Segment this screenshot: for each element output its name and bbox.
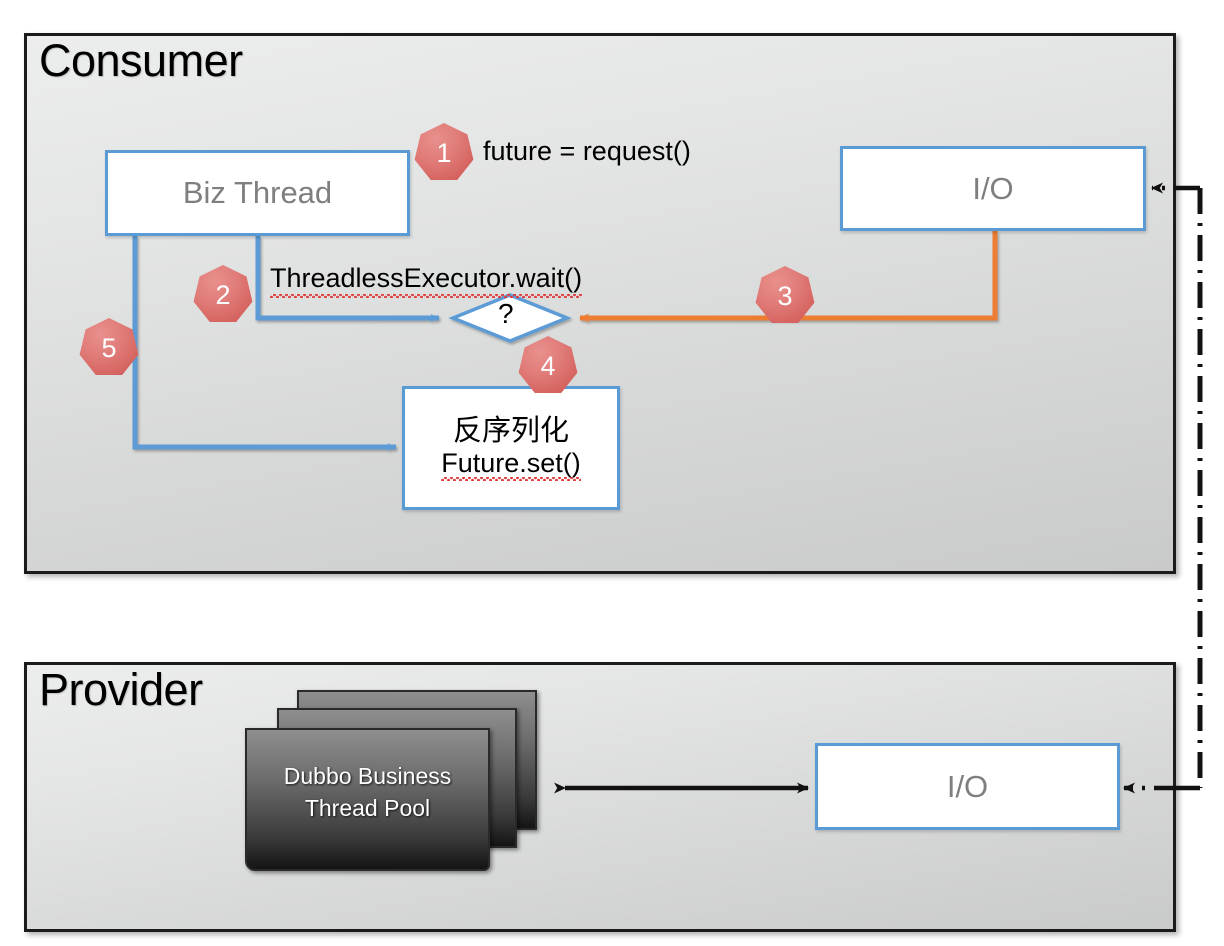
biz-thread-label: Biz Thread bbox=[182, 175, 333, 210]
consumer-io-label: I/O bbox=[972, 170, 1014, 206]
provider-io-label: I/O bbox=[946, 768, 989, 804]
provider-io-box[interactable]: I/O bbox=[815, 743, 1120, 830]
thread-pool-line2: Thread Pool bbox=[304, 794, 431, 821]
spellcheck-underline-icon bbox=[441, 476, 581, 481]
biz-thread-box[interactable]: Biz Thread bbox=[105, 150, 410, 236]
thread-pool-card-front: Dubbo Business Thread Pool bbox=[245, 728, 490, 871]
consumer-panel-title: Consumer bbox=[39, 35, 243, 86]
provider-panel-title: Provider bbox=[39, 664, 203, 715]
deserialize-future-set-box[interactable]: 反序列化 Future.set() bbox=[402, 386, 620, 510]
future-set-text: Future.set() bbox=[441, 447, 581, 478]
dubbo-thread-pool-stack[interactable]: Dubbo Business Thread Pool bbox=[245, 690, 545, 890]
future-set-label: Future.set() bbox=[441, 447, 581, 481]
deserialize-cn-label: 反序列化 bbox=[452, 415, 569, 448]
threadless-wait-text: ThreadlessExecutor.wait() bbox=[270, 263, 583, 293]
thread-pool-line1: Dubbo Business bbox=[283, 763, 452, 790]
thread-pool-label: Dubbo Business Thread Pool bbox=[284, 761, 452, 823]
consumer-io-box[interactable]: I/O bbox=[840, 146, 1146, 231]
decision-question-label: ? bbox=[498, 298, 514, 329]
threadless-wait-label: ThreadlessExecutor.wait() bbox=[270, 263, 583, 298]
spellcheck-underline-icon bbox=[270, 294, 583, 298]
future-request-label: future = request() bbox=[483, 136, 691, 166]
